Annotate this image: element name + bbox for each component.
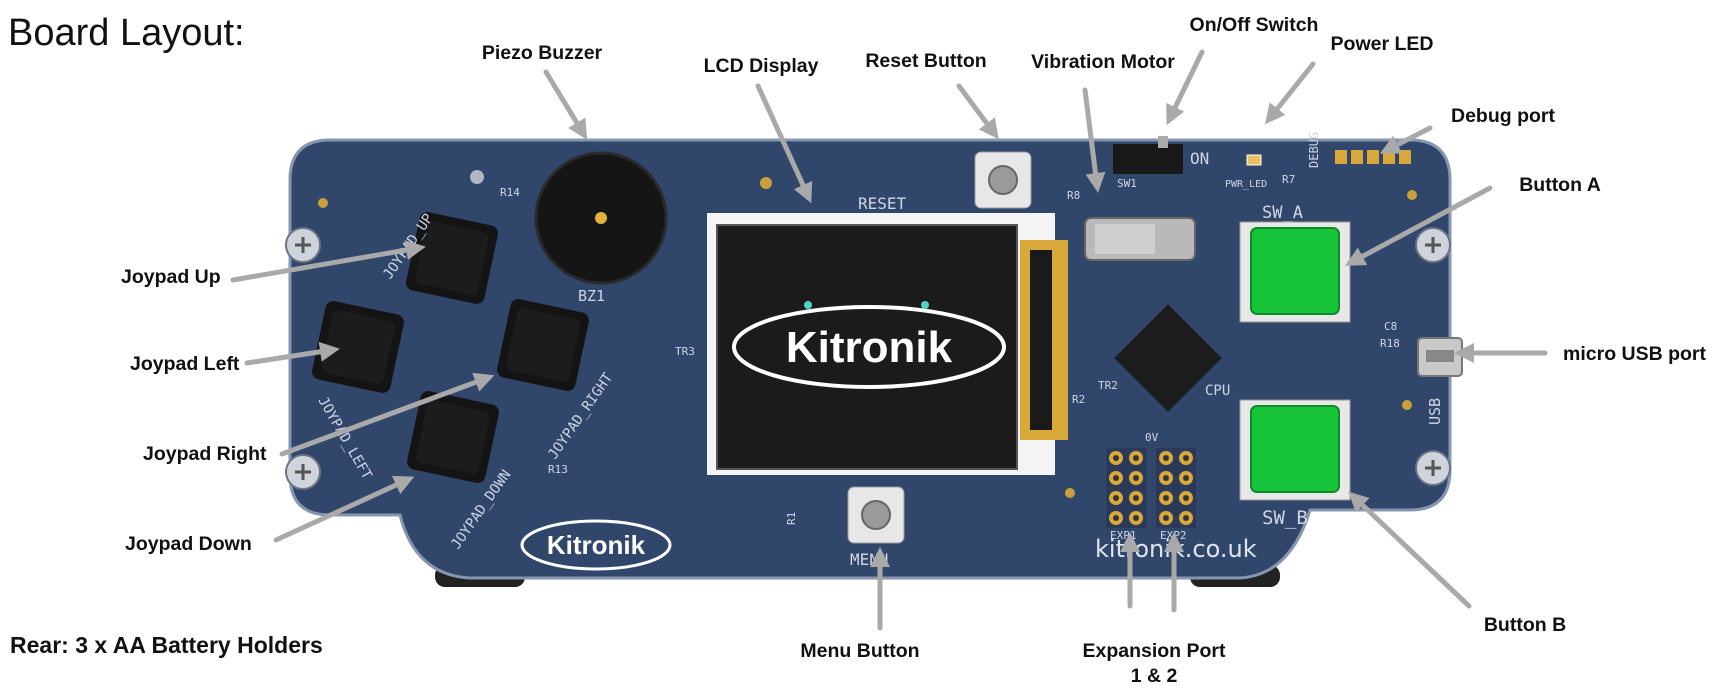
arrow-reset <box>956 83 999 140</box>
label-menu-button: Menu Button <box>800 640 920 662</box>
silk-usb: USB <box>1426 398 1444 425</box>
arrow-joypad-up <box>230 240 426 283</box>
reset-button <box>988 165 1018 195</box>
expansion-port-2 <box>1156 448 1196 528</box>
button-a <box>1250 227 1340 315</box>
lcd-display <box>716 224 1018 470</box>
joypad-down-key <box>407 391 499 483</box>
label-power-led: Power LED <box>1330 33 1434 55</box>
label-expansion-port-numbers: 1 & 2 <box>1130 665 1178 687</box>
silk-0v: 0V <box>1145 431 1159 444</box>
joypad-left-key <box>312 301 404 393</box>
label-button-b: Button B <box>1483 614 1567 636</box>
silk-r2: R2 <box>1072 393 1085 406</box>
silk-r1: R1 <box>785 512 798 525</box>
screw-icon <box>1415 227 1451 263</box>
joypad-up-key <box>406 212 498 304</box>
arrow-vibration <box>1082 87 1106 193</box>
label-lcd-display: LCD Display <box>703 55 819 77</box>
silk-sw1: SW1 <box>1117 177 1137 190</box>
arrow-joypad-left <box>244 341 340 366</box>
silk-debug: DEBUG <box>1307 132 1321 168</box>
silk-sw-b: SW_B <box>1262 507 1308 529</box>
onoff-switch <box>1113 144 1183 174</box>
silk-tr3: TR3 <box>675 345 695 358</box>
menu-button <box>861 500 891 530</box>
arrow-power-led <box>1265 61 1316 125</box>
arrow-piezo <box>543 69 588 140</box>
label-joypad-left: Joypad Left <box>130 353 240 375</box>
silk-c8: C8 <box>1384 320 1397 333</box>
board-logo: Kitronik <box>547 530 646 560</box>
arrow-button-b <box>1348 491 1472 609</box>
arrow-joypad-right <box>279 372 495 457</box>
joypad-right-key <box>497 299 589 391</box>
silk-r8: R8 <box>1067 189 1080 202</box>
silk-r18: R18 <box>1380 337 1400 350</box>
page-title: Board Layout: <box>8 12 245 54</box>
label-vibration-motor: Vibration Motor <box>1031 51 1175 73</box>
label-reset-button: Reset Button <box>865 50 987 72</box>
arrow-joypad-down <box>273 475 415 543</box>
label-joypad-down: Joypad Down <box>125 533 252 555</box>
silk-sw-a: SW_A <box>1262 203 1303 223</box>
screw-icon <box>285 227 321 263</box>
label-micro-usb-port: micro USB port <box>1563 343 1707 365</box>
arrow-debug <box>1379 125 1433 154</box>
screw-icon <box>1415 450 1451 486</box>
silk-r13: R13 <box>548 463 568 476</box>
screw-icon <box>285 454 321 490</box>
silk-pwr-led: PWR_LED <box>1225 179 1267 190</box>
label-joypad-up: Joypad Up <box>121 266 221 288</box>
label-button-a: Button A <box>1519 174 1601 196</box>
screen-logo: Kitronik <box>786 323 953 372</box>
power-led <box>1246 154 1262 166</box>
silk-reset: RESET <box>858 194 907 213</box>
arrow-button-a <box>1344 185 1493 266</box>
label-joypad-right: Joypad Right <box>143 443 267 465</box>
debug-port <box>1335 150 1411 164</box>
silk-r7: R7 <box>1282 173 1295 186</box>
label-debug-port: Debug port <box>1451 105 1555 127</box>
label-piezo-buzzer: Piezo Buzzer <box>481 42 603 64</box>
expansion-port-1 <box>1106 448 1146 528</box>
callout-arrows <box>230 49 1548 631</box>
arrow-lcd <box>755 83 813 204</box>
silk-tr2: TR2 <box>1098 379 1118 392</box>
arrow-onoff <box>1166 49 1205 126</box>
button-b <box>1250 405 1340 493</box>
label-expansion-port: Expansion Port <box>1082 640 1226 662</box>
silk-cpu: CPU <box>1205 383 1230 399</box>
silk-bz1: BZ1 <box>578 287 605 305</box>
label-onoff-switch: On/Off Switch <box>1189 14 1319 36</box>
silk-r14: R14 <box>500 186 520 199</box>
silk-on: ON <box>1190 149 1209 168</box>
silk-menu: MENU <box>850 550 889 569</box>
rear-note: Rear: 3 x AA Battery Holders <box>10 632 323 658</box>
